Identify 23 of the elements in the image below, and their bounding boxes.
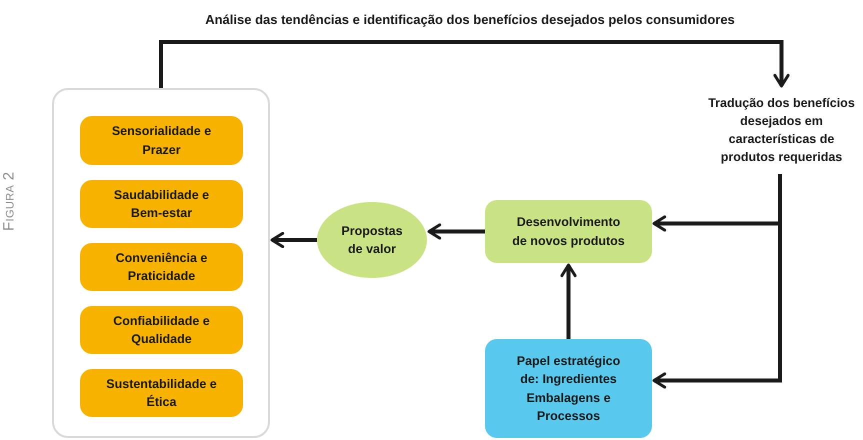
node-text: Papel estratégico de: Ingredientes Embalagens e Processos <box>516 353 622 425</box>
benefit-box <box>80 306 243 354</box>
benefit-box <box>80 180 243 228</box>
node-text: Sustentabilidade e Ética <box>106 376 218 411</box>
benefit-box <box>80 369 243 417</box>
node-text: Tradução dos benefícios desejados em características de produtos requeridas <box>707 94 856 166</box>
benefit-box <box>80 116 243 165</box>
node-text: Desenvolvimento de novos produtos <box>511 214 626 250</box>
panel-box <box>52 88 270 438</box>
arrow <box>428 223 485 240</box>
process-box <box>485 339 652 438</box>
node-text: Saudabilidade e Bem-estar <box>112 186 210 222</box>
arrow <box>652 174 782 389</box>
process-box <box>485 200 652 263</box>
arrow <box>560 264 577 339</box>
node-text: Propostas de valor <box>340 222 404 258</box>
benefit-box <box>80 243 243 291</box>
node-text: Sensorialidade e Prazer <box>110 123 212 158</box>
node-text: Conveniência e Praticidade <box>114 250 208 285</box>
arrow <box>159 40 790 88</box>
arrow <box>270 232 317 248</box>
figure-label: Figura 2 <box>0 172 18 231</box>
node-text: Confiabilidade e Qualidade <box>112 312 211 348</box>
